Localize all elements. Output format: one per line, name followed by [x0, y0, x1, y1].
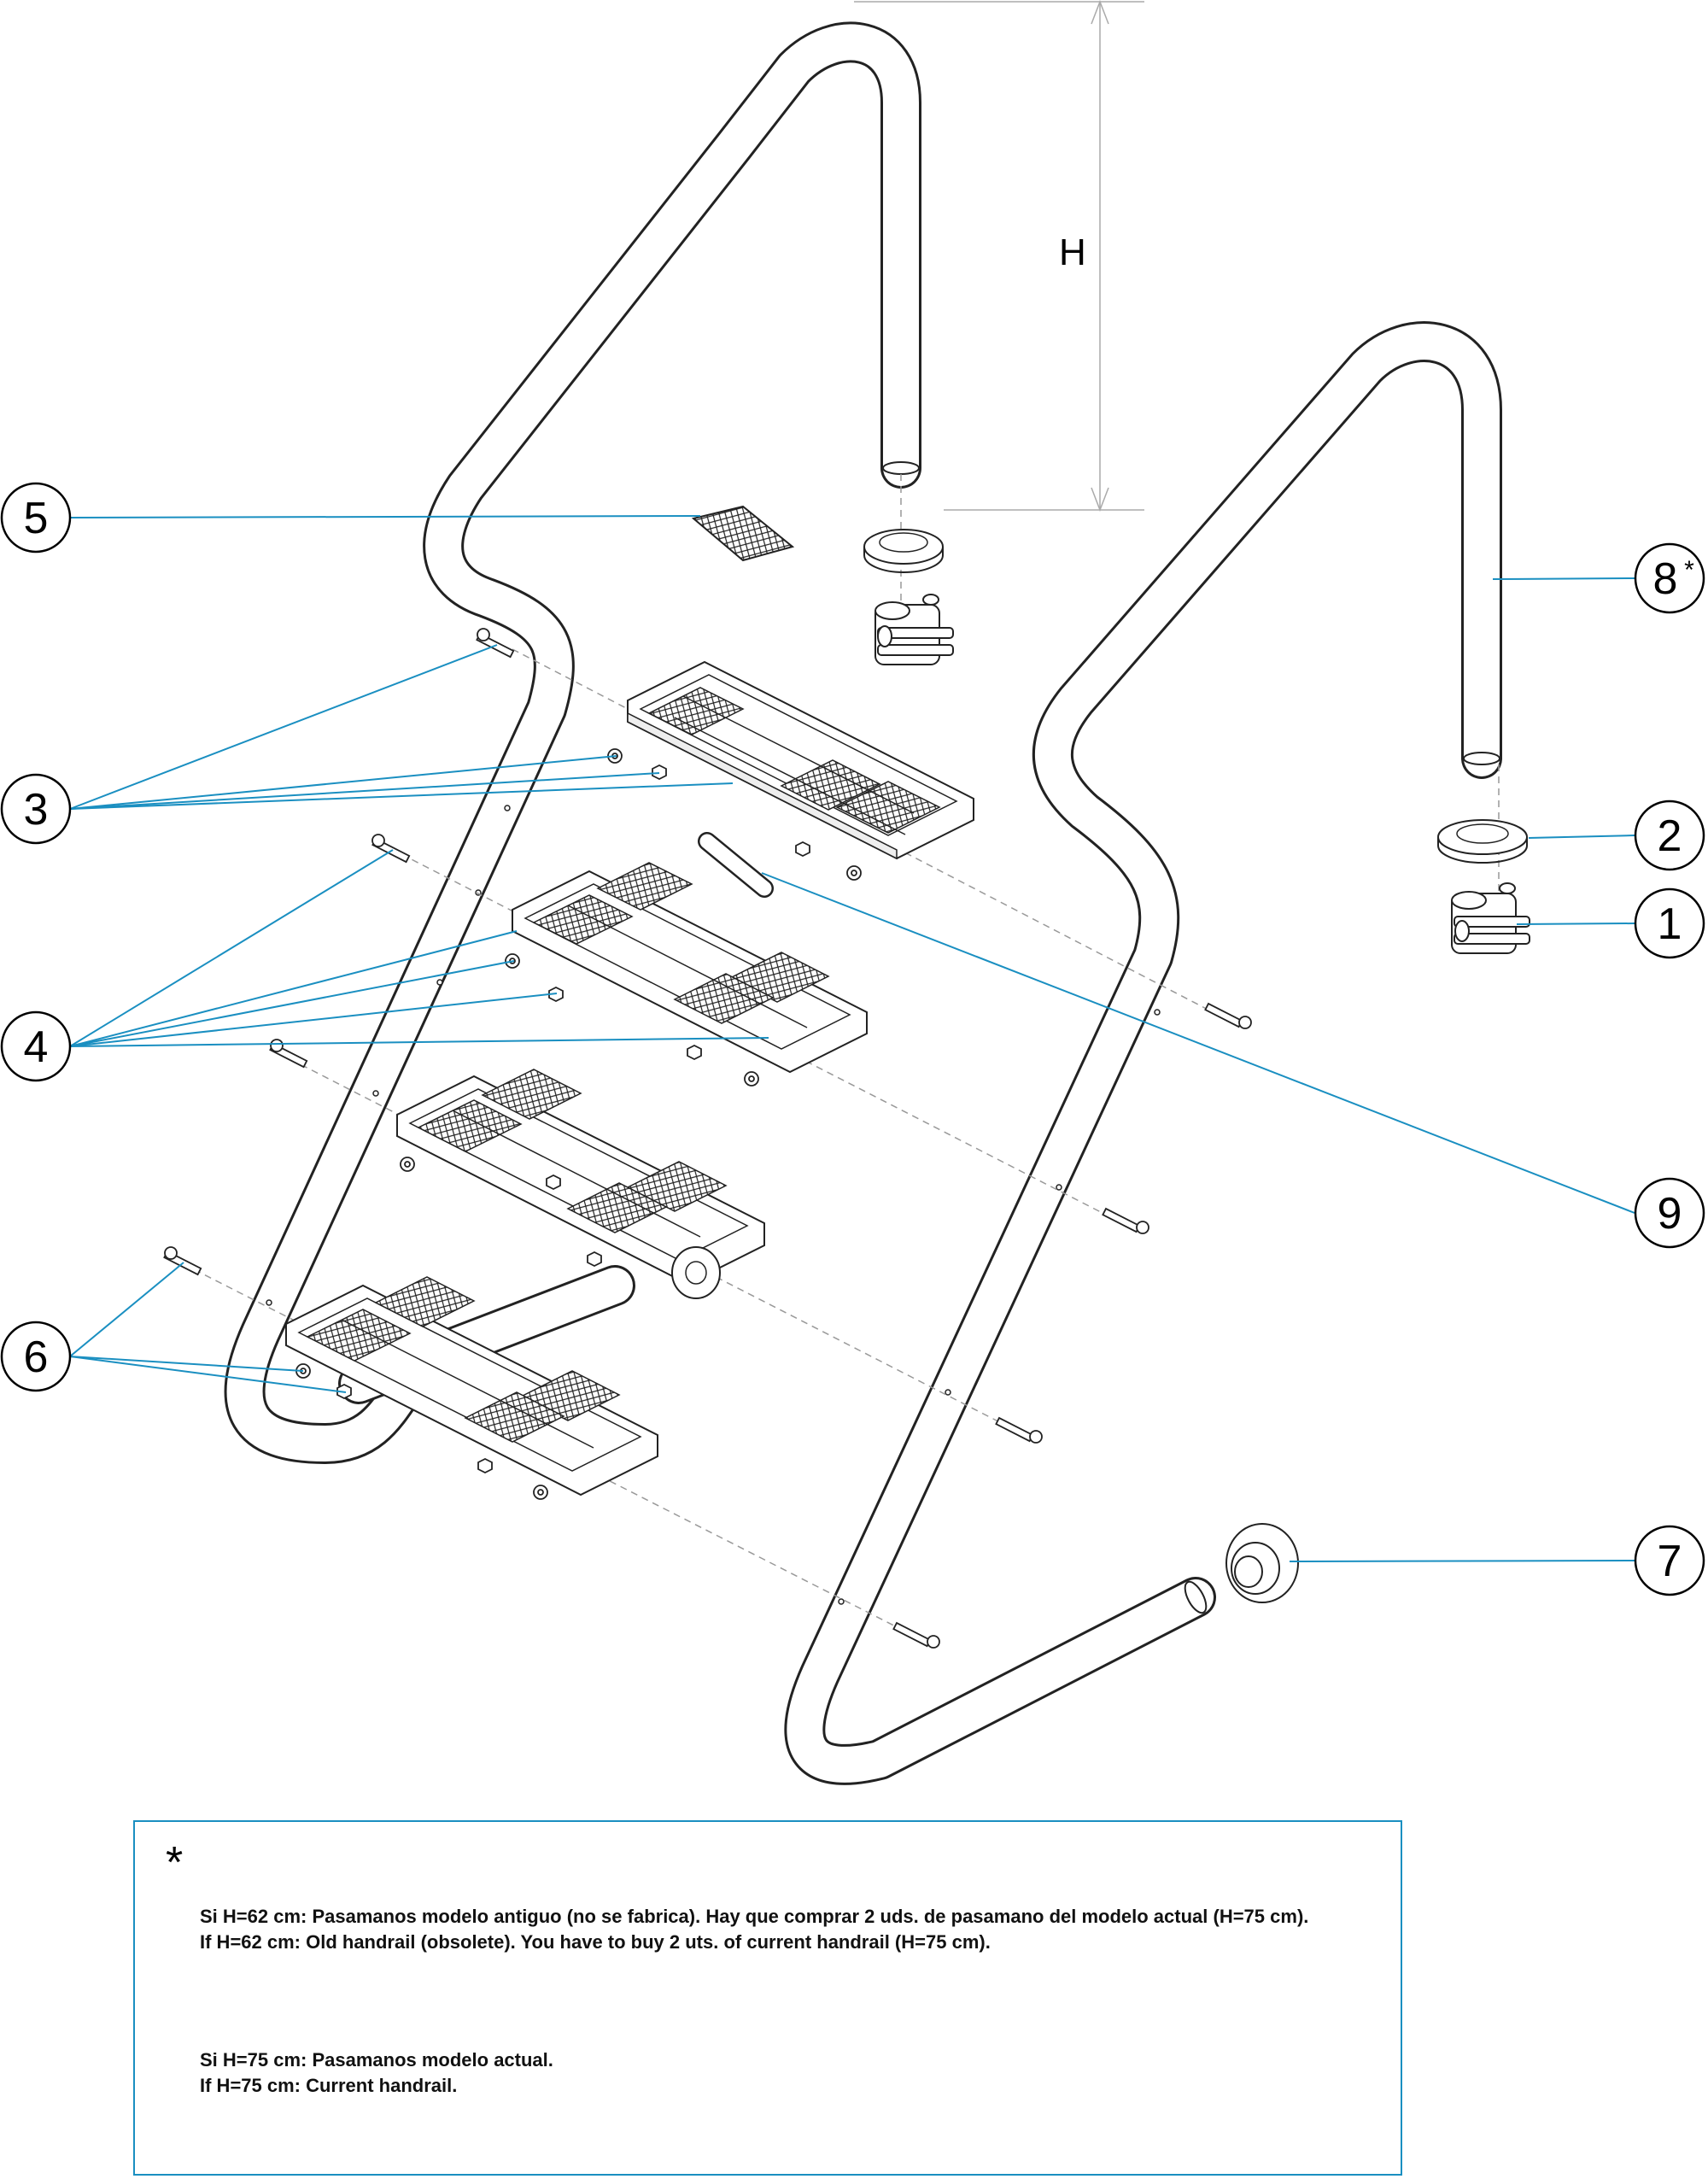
rail-holes	[266, 805, 1161, 1605]
dimension-label: H	[1059, 231, 1086, 273]
note-line-es-75: Si H=75 cm: Pasamanos modelo actual.	[200, 2049, 553, 2071]
callout-6-label: 6	[24, 1333, 49, 1382]
anchor-upper	[874, 594, 954, 665]
callout-9: 9	[1634, 1177, 1705, 1249]
callout-4-label: 4	[24, 1022, 49, 1072]
callout-1-label: 1	[1658, 899, 1682, 949]
escutcheon-2	[1437, 819, 1528, 864]
end-cap	[1225, 1523, 1299, 1603]
note-asterisk: *	[166, 1838, 184, 1888]
note-line-es-62: Si H=62 cm: Pasamanos modelo antiguo (no…	[200, 1906, 1309, 1927]
callout-5: 5	[0, 482, 72, 554]
escutcheon-upper	[863, 529, 944, 573]
note-line-en-75: If H=75 cm: Current handrail.	[200, 2075, 458, 2096]
callout-2-label: 2	[1658, 811, 1682, 861]
leader-lines	[69, 515, 1635, 1562]
callout-5-label: 5	[24, 494, 49, 543]
callout-8: 8 *	[1634, 542, 1705, 614]
callout-3: 3	[0, 773, 72, 845]
step-1	[627, 660, 974, 860]
anchor-1	[1451, 882, 1530, 954]
step-3	[396, 1069, 765, 1299]
spacer-tube	[698, 832, 774, 898]
height-dimension: H	[854, 0, 1144, 513]
callout-8-label: 8	[1653, 554, 1678, 604]
handrail-note: * Si H=62 cm: Pasamanos modelo antiguo (…	[133, 1820, 1402, 2176]
note-line-en-62: If H=62 cm: Old handrail (obsolete). You…	[200, 1931, 991, 1953]
callout-1: 1	[1634, 887, 1705, 959]
step-2	[512, 862, 868, 1074]
left-handrail	[224, 21, 921, 1464]
callout-8-asterisk: *	[1684, 556, 1694, 584]
callout-2: 2	[1634, 800, 1705, 871]
step-4	[285, 1265, 658, 1497]
right-handrail	[784, 321, 1502, 1785]
callout-7: 7	[1634, 1525, 1705, 1596]
callout-3-label: 3	[24, 785, 49, 835]
anti-slip-pad	[691, 505, 795, 562]
callout-4: 4	[0, 1010, 72, 1082]
callout-6: 6	[0, 1321, 72, 1392]
callout-9-label: 9	[1658, 1189, 1682, 1239]
callout-7-label: 7	[1658, 1537, 1682, 1586]
